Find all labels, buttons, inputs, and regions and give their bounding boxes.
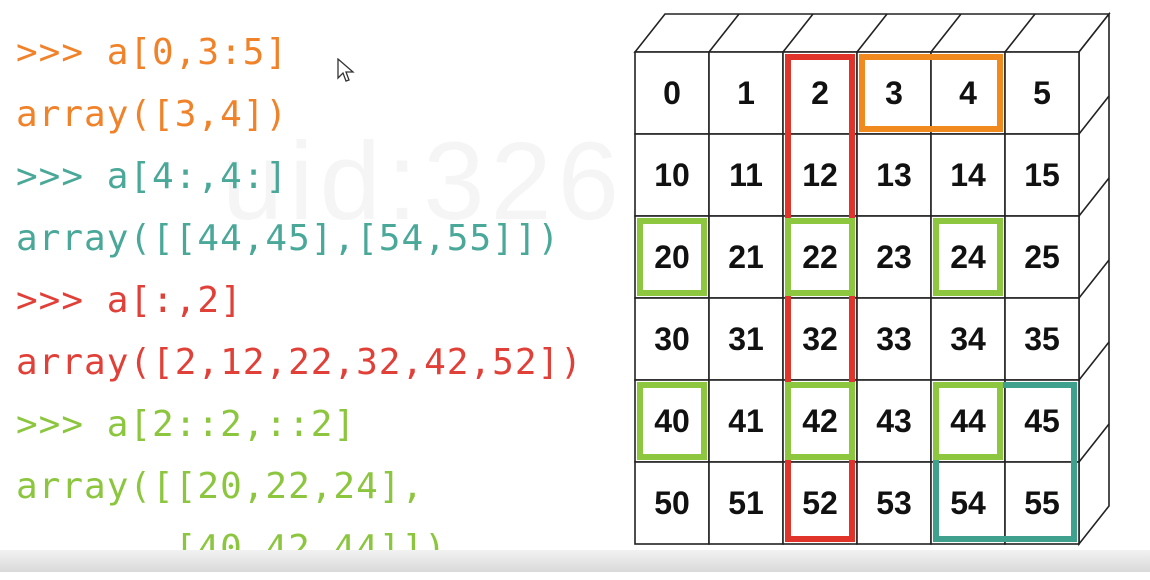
grid-cell: [930, 51, 1006, 135]
orange-row-highlight: [859, 54, 1003, 132]
cell-value: 10: [654, 157, 690, 193]
cell-value: 34: [950, 321, 986, 357]
green-cell-44: [933, 382, 1003, 460]
code-line: array([[20,22,24],: [16, 466, 425, 507]
cell-value: 42: [802, 403, 838, 439]
side-face-line: [1078, 259, 1110, 299]
cell-value: 35: [1024, 321, 1060, 357]
grid-cell: [930, 133, 1006, 217]
code-line: >>> a[4:,4:]: [16, 156, 289, 197]
grid-cell: [930, 379, 1006, 463]
cell-value: 43: [876, 403, 912, 439]
grid-cell: [782, 297, 858, 381]
top-face-line: [782, 13, 814, 53]
green-cell-24: [933, 218, 1003, 296]
grid-cell: [782, 51, 858, 135]
grid-cell: [856, 51, 932, 135]
code-line: >>> a[2::2,::2]: [16, 404, 357, 445]
top-face-line: [930, 13, 962, 53]
cell-value: 12: [802, 157, 838, 193]
code-line: array([3,4]): [16, 94, 289, 135]
grid-cell: [708, 51, 784, 135]
cell-value: 54: [950, 485, 986, 521]
grid-cell: [634, 461, 710, 545]
grid-cell: [1004, 379, 1080, 463]
cell-value: 25: [1024, 239, 1060, 275]
cell-value: 40: [654, 403, 690, 439]
side-face-line: [1078, 95, 1110, 135]
top-face-line: [708, 13, 740, 53]
green-cell-40: [637, 382, 707, 460]
cell-value: 15: [1024, 157, 1060, 193]
grid-cell: [1004, 461, 1080, 545]
code-line: >>> a[0,3:5]: [16, 32, 289, 73]
cell-value: 4: [959, 75, 977, 111]
cell-value: 51: [728, 485, 764, 521]
cell-value: 31: [728, 321, 764, 357]
cell-value: 32: [802, 321, 838, 357]
code-line: >>> a[:,2]: [16, 280, 243, 321]
cell-value: 55: [1024, 485, 1060, 521]
green-cell-20: [637, 218, 707, 296]
cell-value: 45: [1024, 403, 1060, 439]
grid-cell: [782, 379, 858, 463]
cell-value: 3: [885, 75, 903, 111]
cell-value: 50: [654, 485, 690, 521]
cell-value: 2: [811, 75, 829, 111]
cell-value: 13: [876, 157, 912, 193]
cell-value: 1: [737, 75, 755, 111]
side-face-line: [1078, 341, 1110, 381]
cell-value: 24: [950, 239, 986, 275]
grid-cell: [782, 133, 858, 217]
cell-value: 30: [654, 321, 690, 357]
cell-value: 23: [876, 239, 912, 275]
cell-value: 52: [802, 485, 838, 521]
code-line: array([[44,45],[54,55]]): [16, 218, 561, 259]
side-face-line: [1078, 177, 1110, 217]
cell-value: 11: [729, 157, 763, 193]
top-face-line: [1004, 13, 1036, 53]
cell-value: 41: [728, 403, 764, 439]
red-column-highlight: [785, 54, 855, 542]
grid-cell: [856, 297, 932, 381]
grid-cell: [708, 297, 784, 381]
teal-block-highlight: [933, 382, 1077, 542]
grid-cell: [1004, 215, 1080, 299]
side-face-line: [1078, 423, 1110, 463]
grid-cell: [782, 461, 858, 545]
grid-cell: [634, 51, 710, 135]
top-face-line: [856, 13, 888, 53]
bottom-strip: [0, 550, 1150, 572]
cell-value: 33: [876, 321, 912, 357]
code-line: array([2,12,22,32,42,52]): [16, 342, 583, 383]
cell-value: 22: [802, 239, 838, 275]
grid-cell: [634, 379, 710, 463]
green-cell-42: [785, 382, 855, 460]
grid-cell: [1004, 297, 1080, 381]
grid-cell: [1004, 51, 1080, 135]
grid-cell: [856, 215, 932, 299]
cell-value: 20: [654, 239, 690, 275]
cell-value: 14: [950, 157, 986, 193]
grid-cell: [930, 461, 1006, 545]
cell-value: 44: [950, 403, 986, 439]
cell-value: 21: [728, 239, 764, 275]
grid-cell: [634, 133, 710, 217]
green-cell-22: [785, 218, 855, 296]
cell-value: 5: [1033, 75, 1051, 111]
cell-value: 0: [663, 75, 681, 111]
mouse-pointer-icon: [337, 58, 355, 82]
cell-value: 53: [876, 485, 912, 521]
